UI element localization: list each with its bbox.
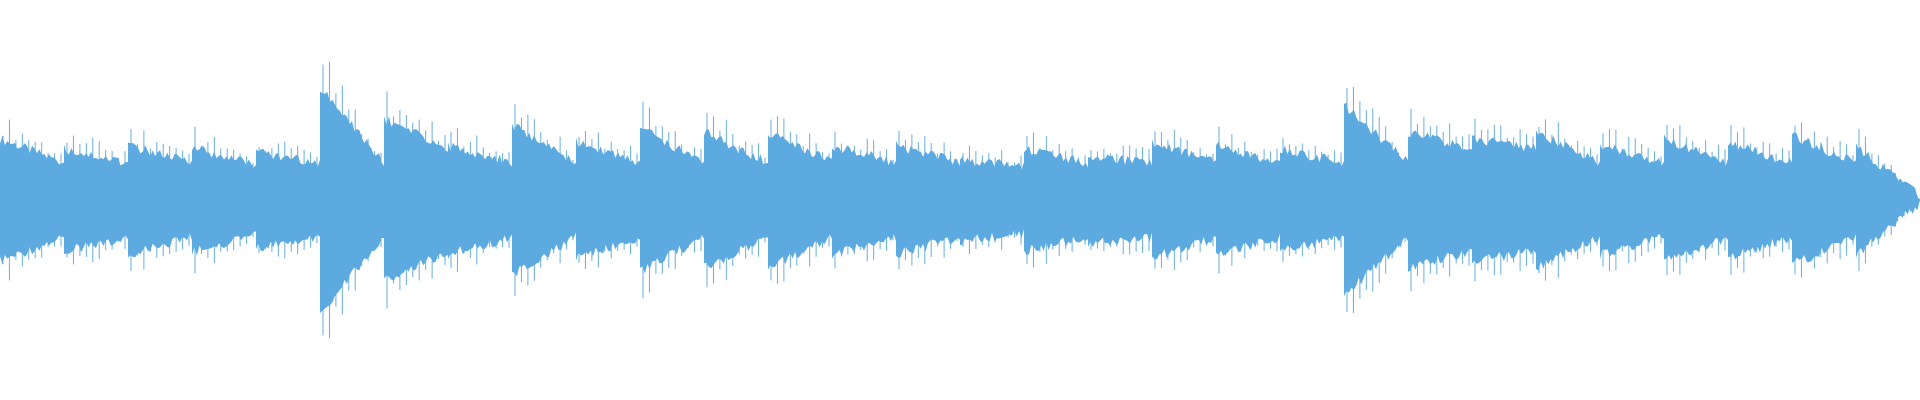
waveform-tail <box>1916 198 1920 202</box>
waveform-beats <box>0 61 1920 339</box>
